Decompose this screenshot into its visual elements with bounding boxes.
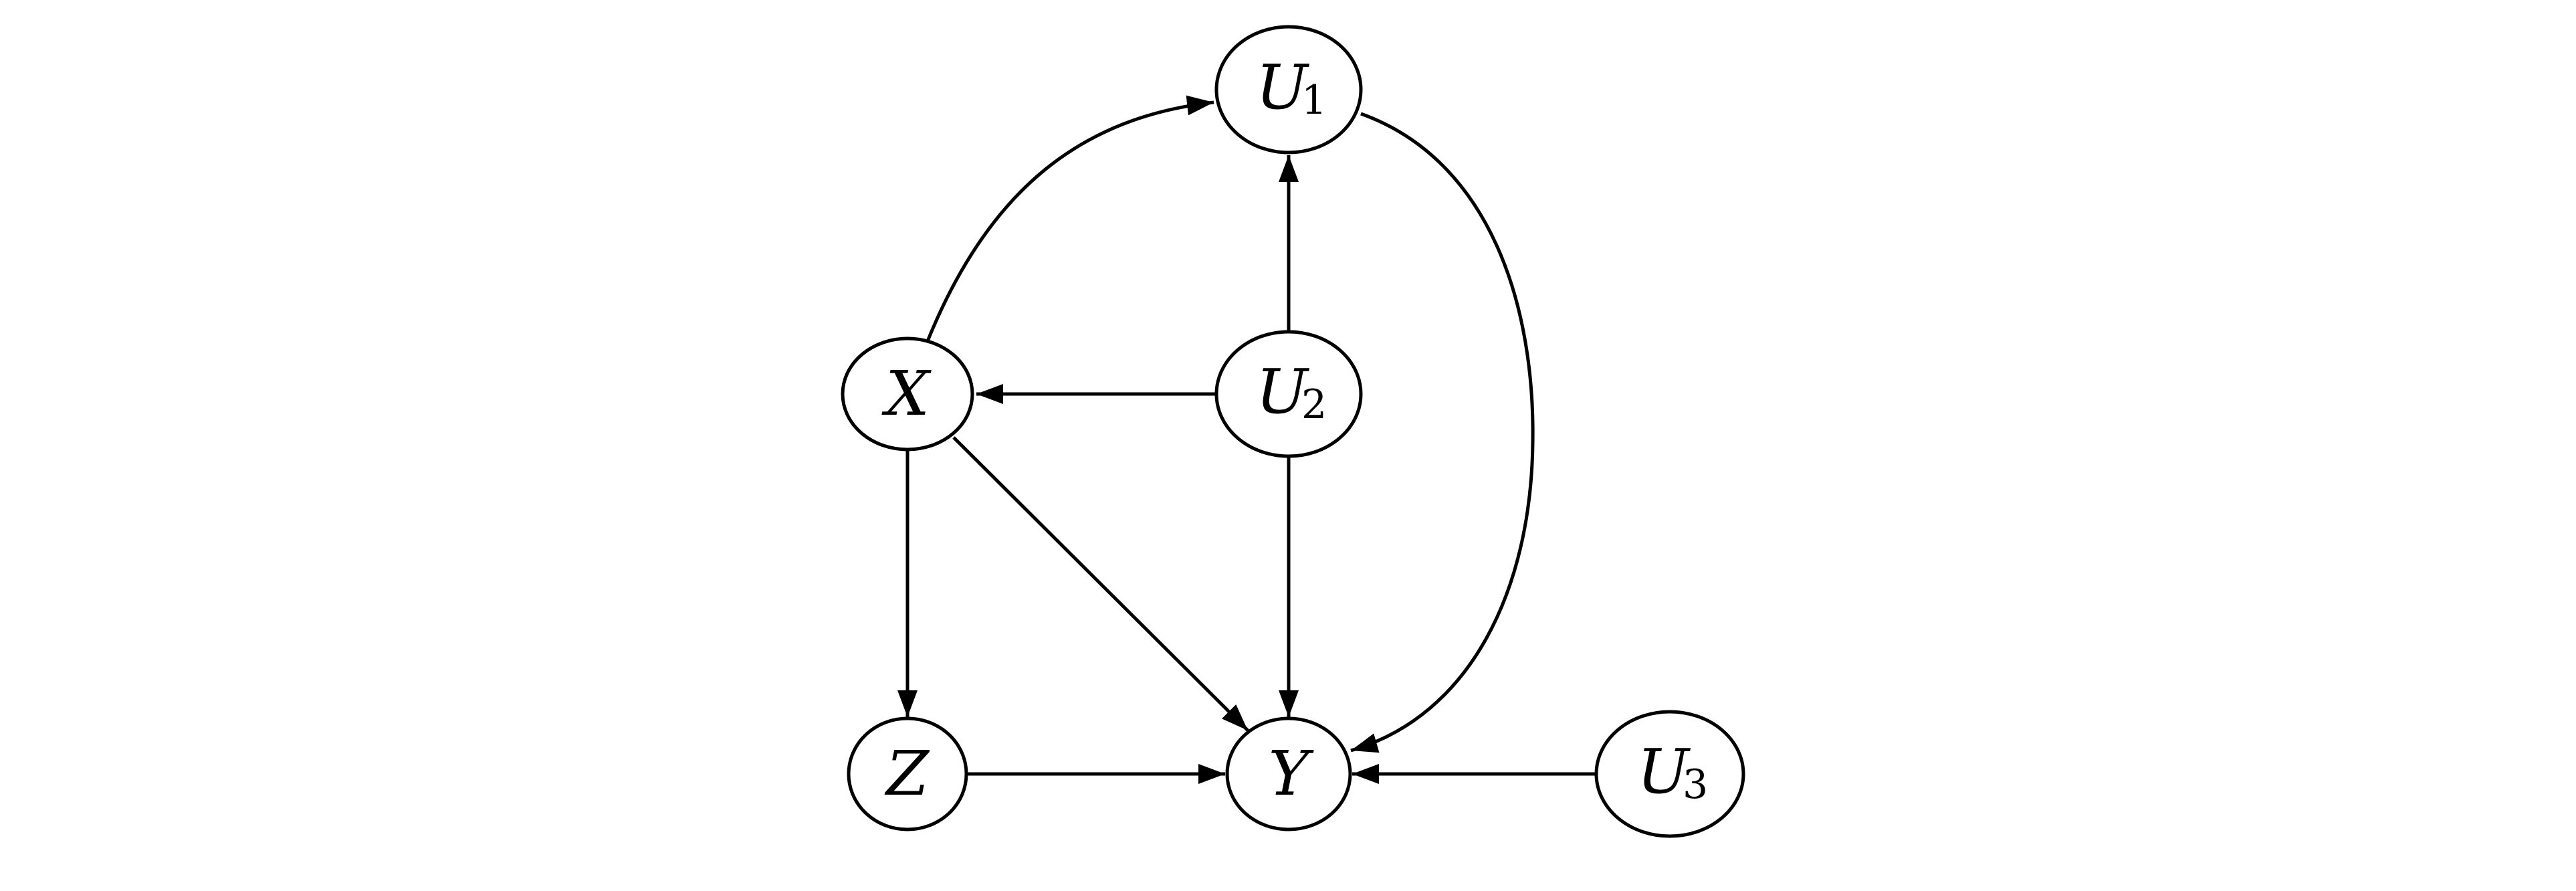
node-x-ellipse <box>841 336 974 452</box>
node-z-label: Z <box>884 738 930 809</box>
node-u2: U 2 <box>1214 330 1363 458</box>
node-u3-ellipse <box>1594 710 1745 838</box>
node-u1-ellipse <box>1214 25 1363 155</box>
node-u1-subscript: 1 <box>1301 77 1327 124</box>
node-z: Z <box>847 716 968 831</box>
node-y-ellipse <box>1225 716 1352 831</box>
edge-u1-to-y <box>1350 112 1535 753</box>
node-y-label: Y <box>1269 738 1315 809</box>
node-u1: U 1 <box>1214 25 1363 155</box>
edge-x-to-u1 <box>926 95 1214 342</box>
node-u3-label: U <box>1637 736 1691 807</box>
node-z-ellipse <box>847 716 968 831</box>
node-u2-label: U <box>1256 356 1310 427</box>
edges <box>897 95 1596 784</box>
node-x: X <box>841 336 974 452</box>
edge-x-to-y <box>952 436 1249 732</box>
node-x-label: X <box>881 358 932 429</box>
node-u3: U 3 <box>1594 710 1745 838</box>
node-u2-ellipse <box>1214 330 1363 458</box>
node-y: Y <box>1225 716 1352 831</box>
node-u2-subscript: 2 <box>1301 381 1327 428</box>
node-u3-subscript: 3 <box>1683 761 1708 808</box>
node-u1-label: U <box>1256 52 1310 123</box>
